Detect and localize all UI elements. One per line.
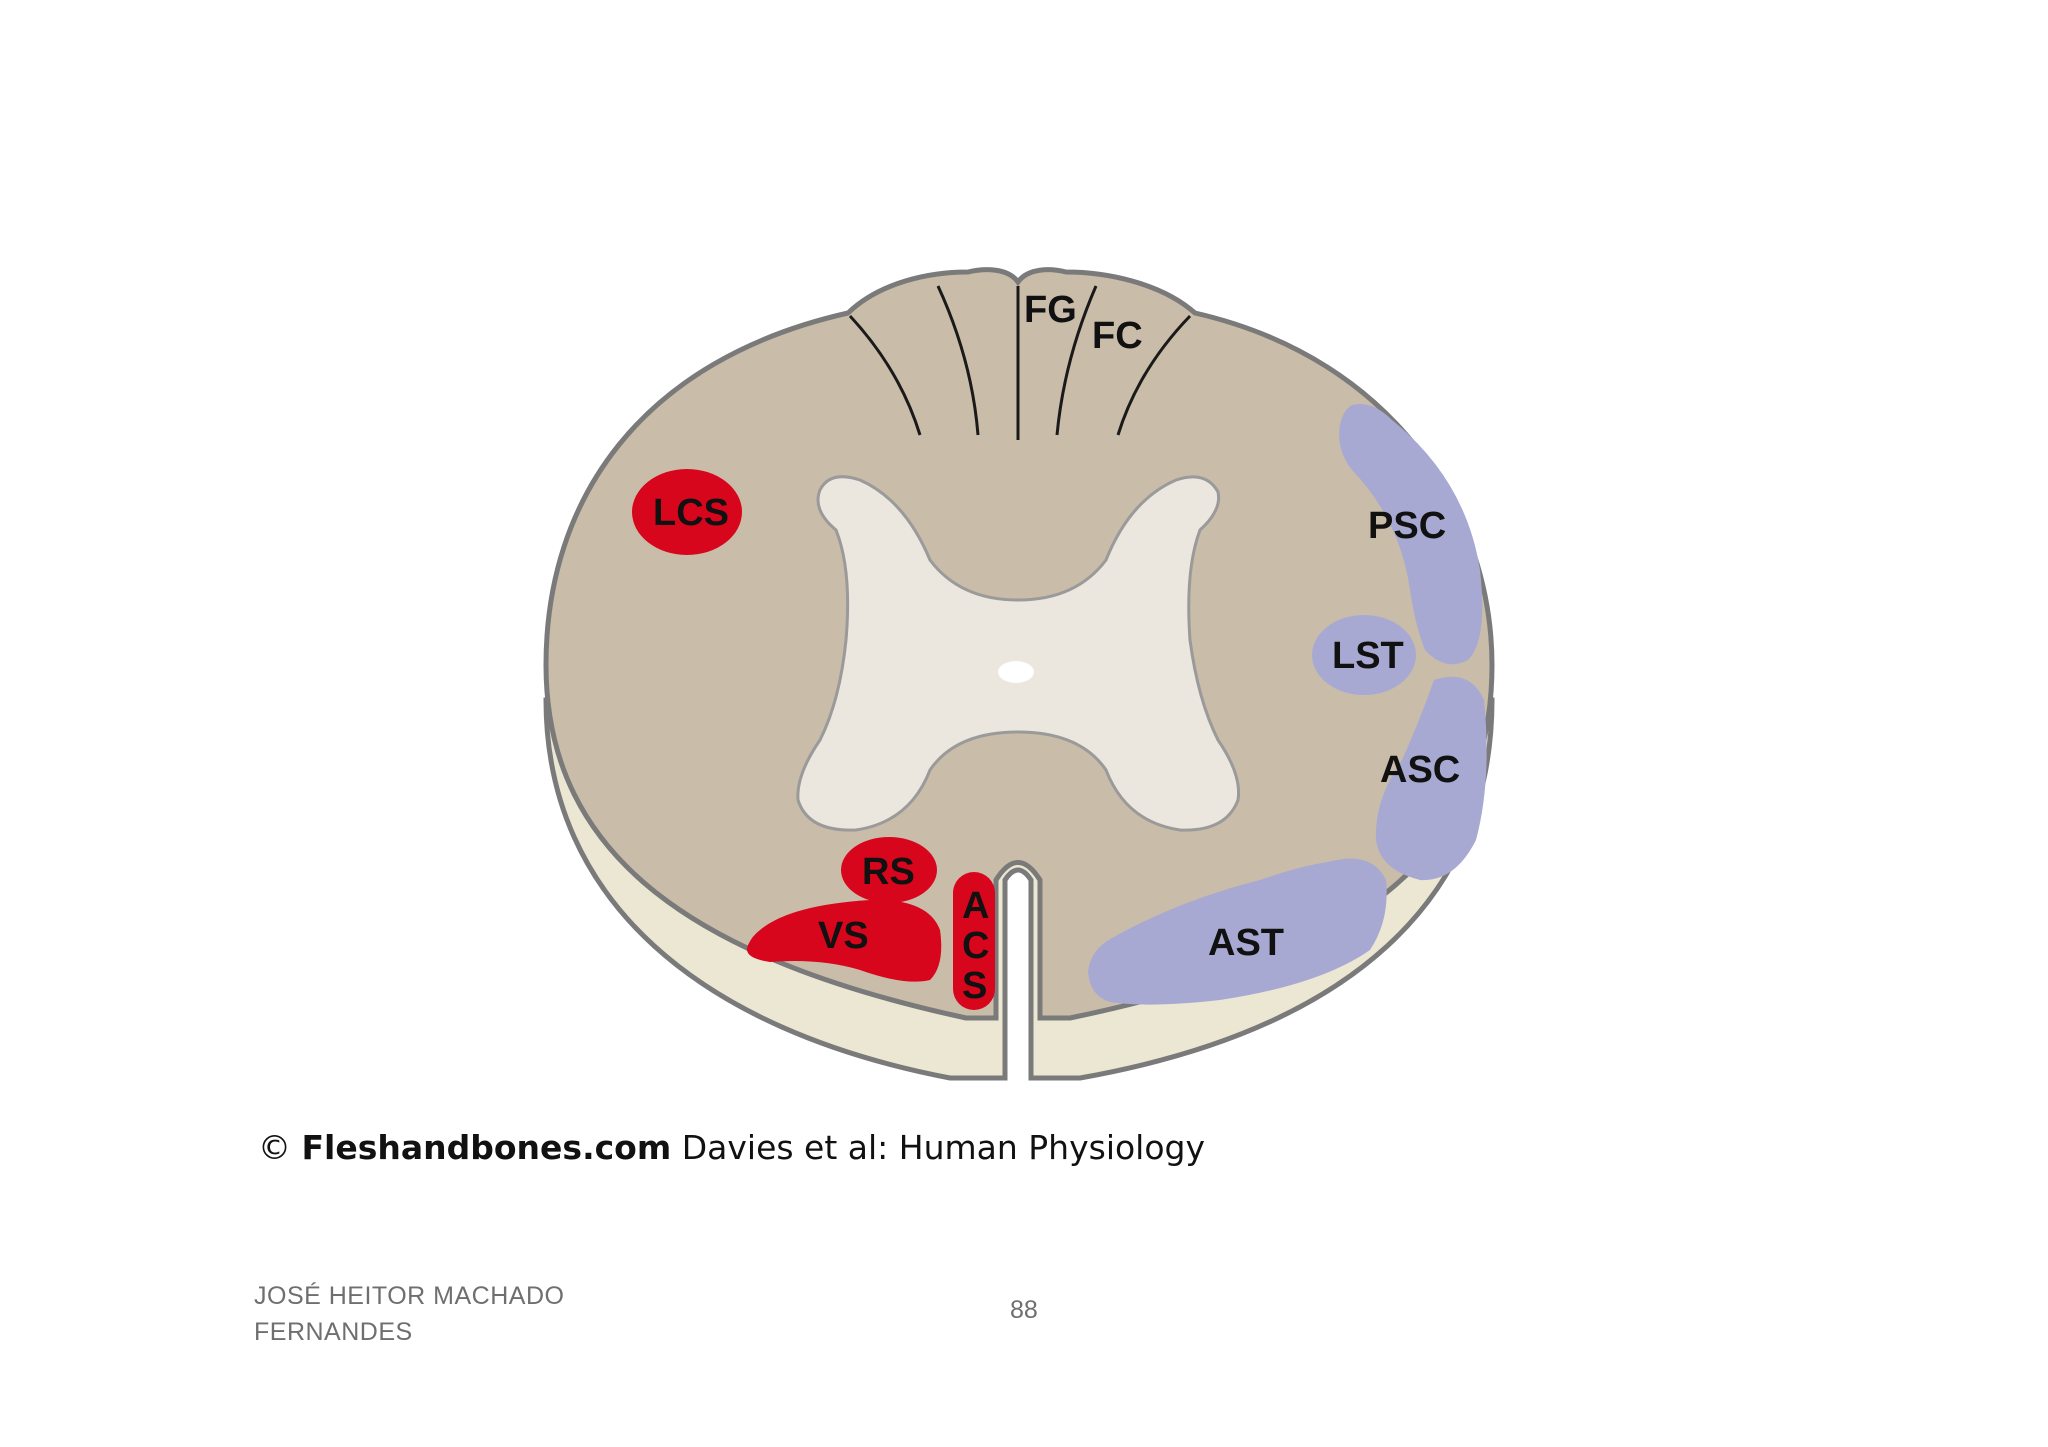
- psc-tract: [1339, 404, 1483, 665]
- acs-label-s: S: [962, 965, 987, 1007]
- lst-tract: [1312, 615, 1416, 695]
- lst-label: LST: [1332, 635, 1404, 677]
- acs-label-c: C: [962, 925, 989, 967]
- rs-tract: [841, 837, 937, 903]
- image-credit: © Fleshandbones.com Davies et al: Human …: [258, 1128, 1205, 1167]
- psc-label: PSC: [1368, 505, 1446, 547]
- dorsal-line-2: [936, 285, 980, 436]
- fg-label: FG: [1024, 289, 1077, 331]
- author-line-2: FERNANDES: [254, 1318, 413, 1346]
- copyright-symbol: ©: [258, 1128, 291, 1167]
- acs-tract: [953, 872, 995, 1010]
- asc-label: ASC: [1380, 749, 1460, 791]
- dorsal-column-lines: [848, 285, 1192, 440]
- dorsal-line-4: [1116, 314, 1192, 436]
- fc-label: FC: [1092, 315, 1143, 357]
- lcs-label: LCS: [653, 492, 729, 534]
- page-number: 88: [1010, 1296, 1038, 1324]
- dorsal-line-1: [848, 314, 922, 436]
- central-canal: [998, 661, 1034, 683]
- lcs-tract: [632, 469, 742, 555]
- ast-label: AST: [1208, 922, 1284, 964]
- rs-label: RS: [862, 851, 915, 893]
- dorsal-line-3: [1055, 285, 1098, 436]
- gray-matter: [796, 475, 1241, 832]
- author-line-1: JOSÉ HEITOR MACHADO: [254, 1282, 565, 1310]
- acs-label-a: A: [962, 885, 989, 927]
- vs-tract: [746, 899, 942, 982]
- credit-brand: Fleshandbones.com: [301, 1128, 672, 1167]
- vs-label: VS: [818, 915, 869, 957]
- ast-tract: [1088, 858, 1387, 1005]
- footer-author: JOSÉ HEITOR MACHADO FERNANDES: [254, 1278, 614, 1350]
- credit-source: Davies et al: Human Physiology: [681, 1128, 1206, 1167]
- asc-tract: [1375, 676, 1487, 881]
